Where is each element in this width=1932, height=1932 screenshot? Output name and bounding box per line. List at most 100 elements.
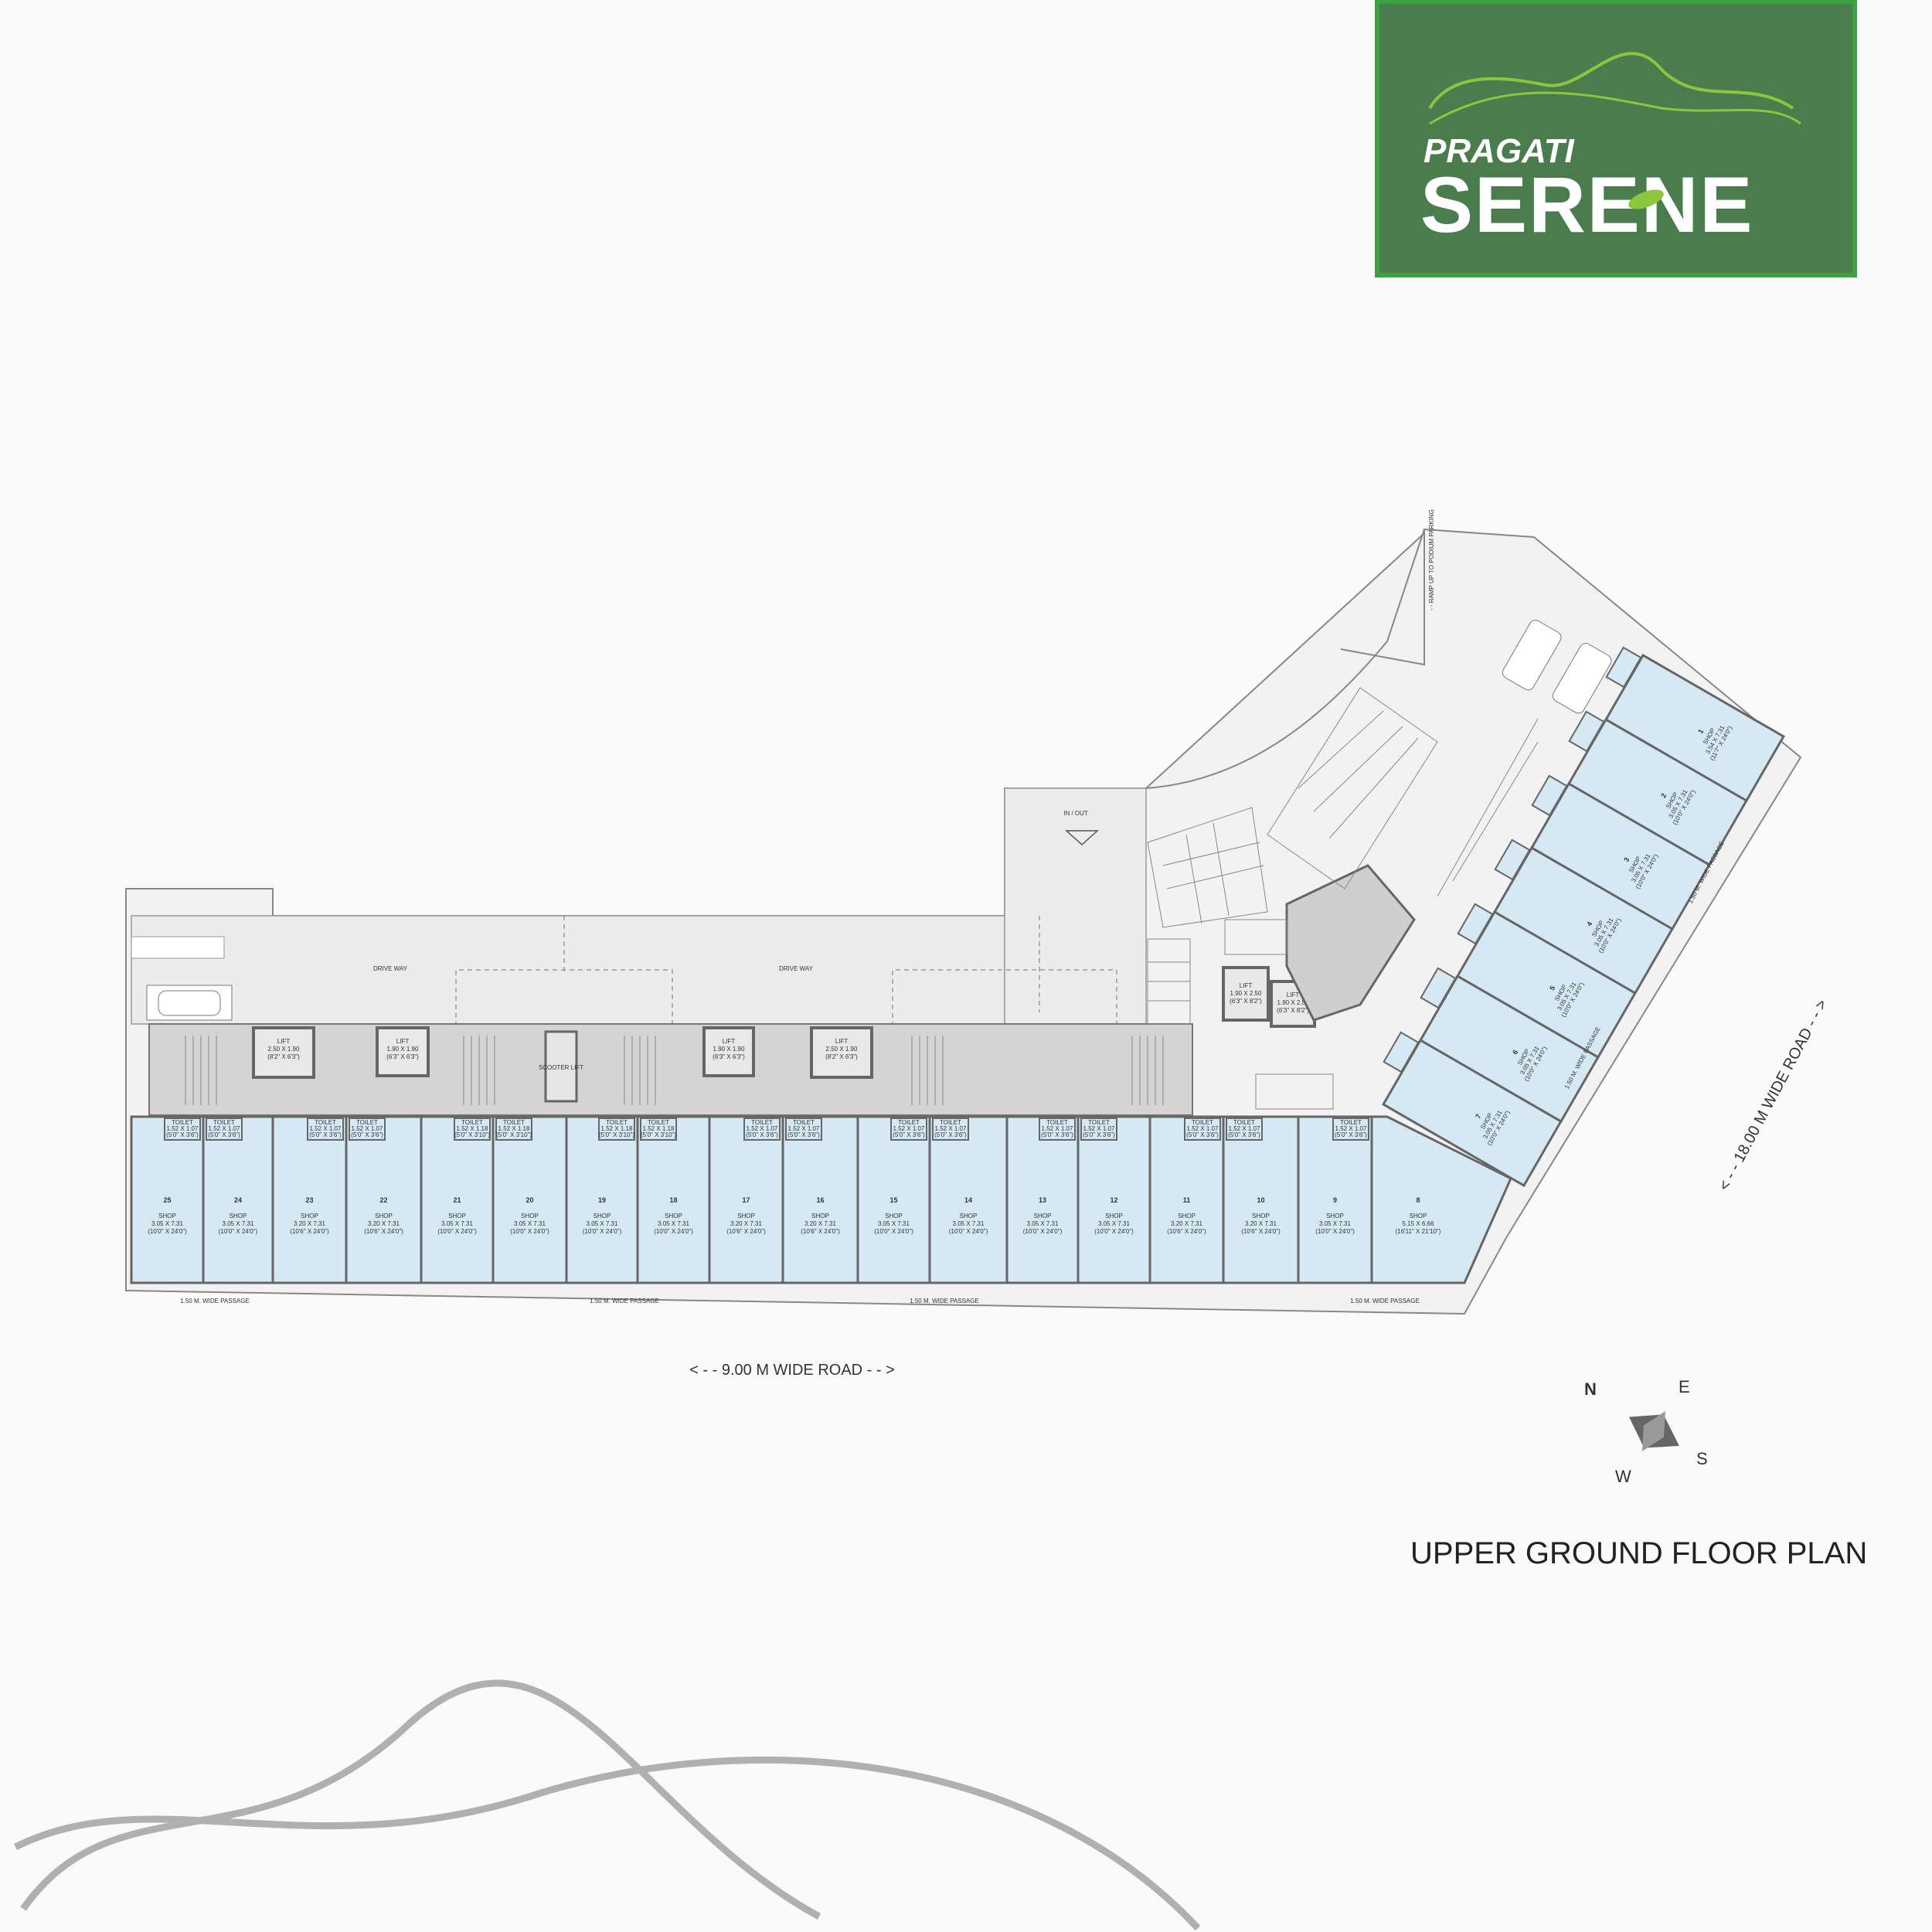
toilet bbox=[598, 1117, 635, 1141]
shop-number: 10 bbox=[1257, 1196, 1264, 1204]
toilet-size: 1.52 X 1.07 bbox=[893, 1125, 925, 1132]
toilet-ft: (5'0" X 3'6") bbox=[1228, 1131, 1260, 1138]
shop-label: SHOP bbox=[665, 1213, 682, 1219]
shop-ft: (10'0" X 24'0") bbox=[654, 1228, 693, 1235]
lift-3-ft: (6'3" X 6'3") bbox=[713, 1053, 745, 1060]
toilet bbox=[164, 1117, 201, 1141]
toilet-label: TOILET bbox=[461, 1119, 483, 1126]
toilet-size: 1.52 X 1.07 bbox=[310, 1125, 342, 1132]
in-out-area bbox=[1004, 787, 1147, 1025]
shop-size: 3.05 X 7.31 bbox=[441, 1220, 473, 1227]
toilet bbox=[1184, 1117, 1221, 1141]
passage-label: 1.50 M. WIDE PASSAGE bbox=[910, 1298, 979, 1304]
service-core: LIFT 2.50 X 1.90 (8'2" X 6'3") LIFT 1.90… bbox=[148, 864, 1416, 1116]
brand-line1: PRAGATI bbox=[1423, 132, 1575, 170]
toilet-label: TOILET bbox=[1046, 1119, 1068, 1126]
compass-e: E bbox=[1679, 1377, 1690, 1396]
toilet-label: TOILET bbox=[648, 1119, 669, 1126]
toilet-ft: (5'0" X 3'10") bbox=[454, 1131, 490, 1138]
toilet-ft: (5'0" X 3'6") bbox=[787, 1131, 820, 1138]
shop-room bbox=[781, 1115, 859, 1284]
shop-ft: (10'0" X 24'0") bbox=[437, 1228, 477, 1235]
shop-ft: (10'0" X 24'0") bbox=[583, 1228, 622, 1235]
shop-number: 9 bbox=[1333, 1196, 1337, 1204]
shop-number: 11 bbox=[1183, 1196, 1191, 1204]
toilet-size: 1.52 X 1.07 bbox=[1042, 1125, 1073, 1132]
toilet bbox=[1226, 1117, 1263, 1141]
lift-5-ft: (6'3" X 8'2") bbox=[1230, 998, 1262, 1005]
toilet-ft: (5'0" X 3'6") bbox=[934, 1131, 967, 1138]
shop-room bbox=[271, 1115, 348, 1284]
toilet-ft: (5'0" X 3'6") bbox=[893, 1131, 925, 1138]
shop-ft: (16'11" X 21'10") bbox=[1396, 1228, 1441, 1235]
toilet-label: TOILET bbox=[1088, 1119, 1110, 1126]
shop-number: 13 bbox=[1039, 1196, 1046, 1204]
shop-number: 16 bbox=[816, 1196, 824, 1204]
shop-number: 23 bbox=[305, 1196, 313, 1204]
lift-1-size: 2.50 X 1.90 bbox=[268, 1046, 300, 1053]
shop-ft: (10'0" X 24'0") bbox=[219, 1228, 258, 1235]
lift-4-ft: (8'2" X 6'3") bbox=[825, 1053, 858, 1060]
toilet-ft: (5'0" X 3'6") bbox=[1186, 1131, 1219, 1138]
shop-label: SHOP bbox=[594, 1213, 611, 1219]
toilet-size: 1.52 X 1.07 bbox=[1083, 1125, 1115, 1132]
shop-room bbox=[708, 1115, 784, 1284]
shop-ft: (10'6" X 24'0") bbox=[726, 1228, 766, 1235]
lift-5-label: LIFT bbox=[1240, 982, 1253, 989]
shop-label: SHOP bbox=[448, 1213, 466, 1219]
shop-size: 3.05 X 7.31 bbox=[587, 1220, 618, 1227]
toilet bbox=[890, 1117, 927, 1141]
shop-size: 3.20 X 7.31 bbox=[1171, 1220, 1202, 1227]
shop-number: 2 bbox=[1659, 792, 1668, 799]
toilet bbox=[640, 1117, 677, 1141]
bike-parking-icon bbox=[131, 936, 225, 959]
shop-ft: (10'6" X 24'0") bbox=[801, 1228, 840, 1235]
toilet-ft: (5'0" X 3'10") bbox=[641, 1131, 676, 1138]
shop-number: 12 bbox=[1110, 1196, 1117, 1204]
toilet bbox=[1383, 1031, 1420, 1073]
toilet bbox=[1568, 710, 1605, 753]
shop-room bbox=[856, 1115, 931, 1284]
shop-room bbox=[1148, 1115, 1225, 1284]
toilet bbox=[1332, 1117, 1369, 1141]
shop-size: 3.05 X 7.31 bbox=[1027, 1220, 1059, 1227]
shop-room bbox=[636, 1115, 711, 1284]
toilet-size: 1.52 X 1.07 bbox=[352, 1125, 383, 1132]
shop-number: 17 bbox=[742, 1196, 750, 1204]
shop-room bbox=[345, 1115, 423, 1284]
toilet-ft: (5'0" X 3'6") bbox=[1041, 1131, 1073, 1138]
compass-n: N bbox=[1584, 1379, 1597, 1399]
road-label-bottom: < - - 9.00 M WIDE ROAD - - > bbox=[689, 1362, 895, 1379]
lift-4-size: 2.50 X 1.90 bbox=[826, 1046, 858, 1053]
shop-room bbox=[565, 1115, 639, 1284]
shop-label: SHOP bbox=[1105, 1213, 1123, 1219]
lift-4 bbox=[810, 1026, 873, 1079]
toilet-size: 1.52 X 1.18 bbox=[498, 1125, 530, 1132]
shop-number: 25 bbox=[163, 1196, 171, 1204]
shop-label: SHOP bbox=[885, 1213, 903, 1219]
shop-ft: (10'6" X 24'0") bbox=[364, 1228, 403, 1235]
